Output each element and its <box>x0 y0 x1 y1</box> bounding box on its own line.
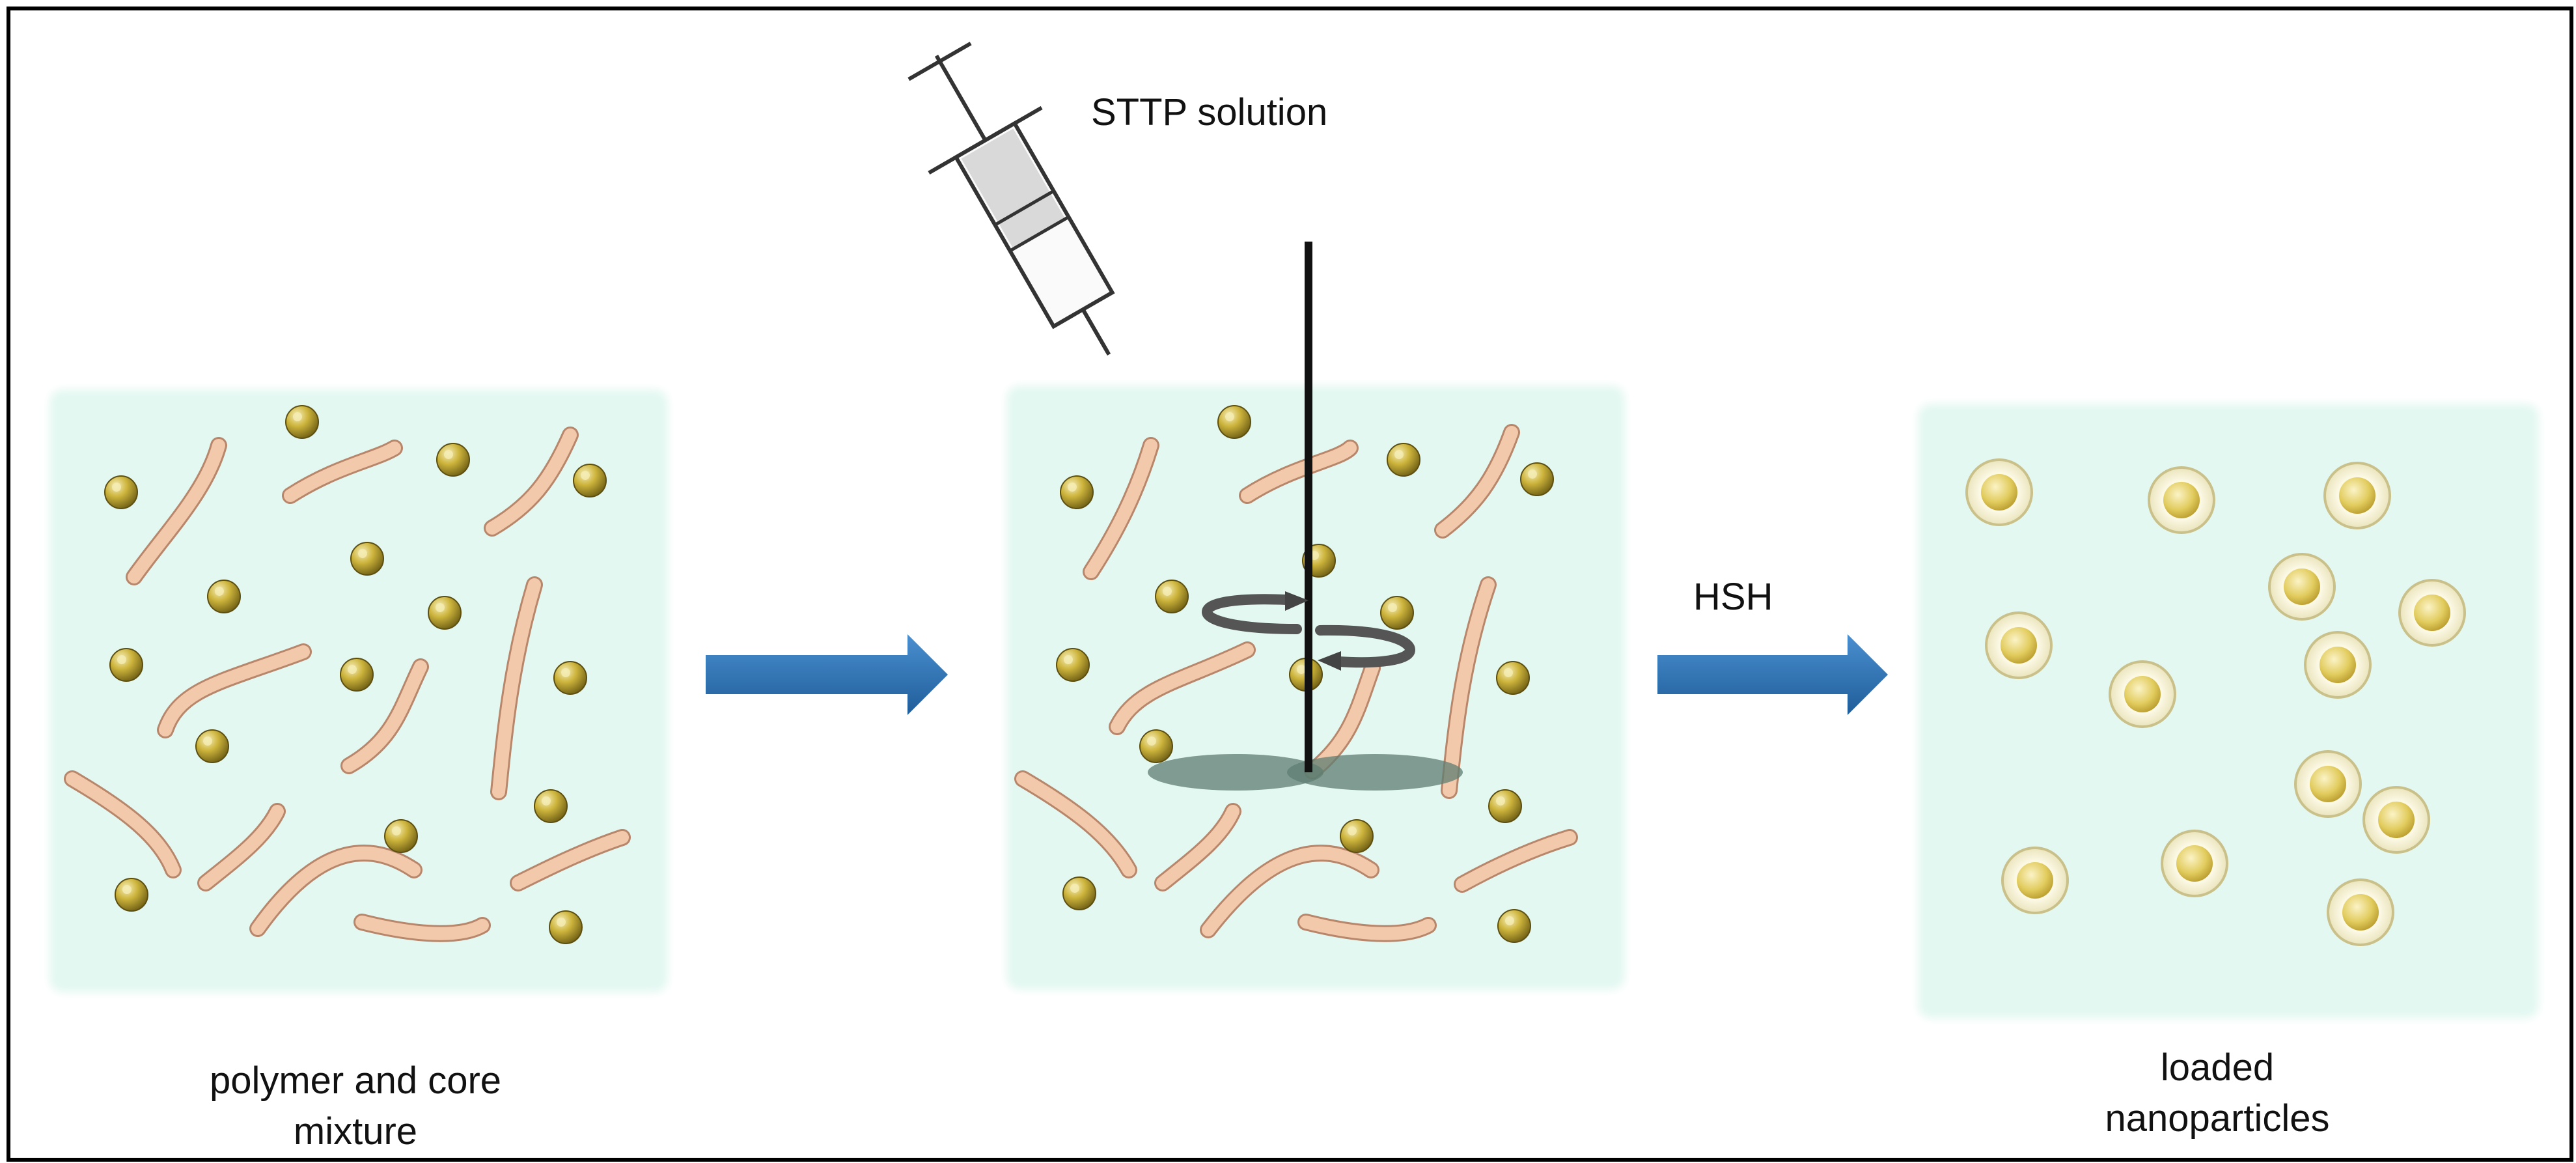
process-diagram <box>49 42 2539 1018</box>
loaded-nanoparticle <box>2323 462 2391 529</box>
core-particle <box>1380 596 1414 630</box>
loaded-nanoparticle <box>2148 466 2215 534</box>
polymer-ribbon <box>353 914 491 942</box>
core-particle <box>1060 475 1094 509</box>
loaded-nanoparticle <box>2327 878 2394 946</box>
core-particle <box>1496 661 1530 695</box>
process-arrow-1 <box>706 634 948 715</box>
loaded-nanoparticle <box>2109 660 2176 728</box>
polymer-ribbon <box>126 437 227 585</box>
polymer-ribbon <box>282 440 403 504</box>
polymer-ribbon <box>1109 641 1256 735</box>
core-particle <box>534 789 568 823</box>
loaded-nanoparticle <box>2398 579 2466 647</box>
polymer-ribbon <box>1200 845 1379 938</box>
core-particle <box>428 596 462 630</box>
core-particle <box>350 542 384 576</box>
polymer-ribbon <box>157 643 312 738</box>
core-particle <box>1155 580 1189 613</box>
polymer-ribbon <box>340 658 429 774</box>
polymer-ribbon <box>484 427 579 537</box>
loaded-nanoparticle <box>2268 553 2336 621</box>
loaded-nanoparticle <box>2362 786 2430 854</box>
polymer-ribbon <box>1154 803 1241 891</box>
core-particle <box>109 648 143 682</box>
core-particles <box>1056 405 1554 943</box>
loaded-nanoparticles <box>1965 458 2466 946</box>
syringe-icon <box>907 42 1115 356</box>
mixture-panel <box>49 389 668 992</box>
core-particle <box>1139 729 1173 763</box>
core-particle <box>195 729 229 763</box>
loaded-nanoparticle <box>1965 458 2033 526</box>
core-particle <box>115 878 148 912</box>
core-particle <box>549 910 583 944</box>
polymer-ribbon <box>1083 437 1159 580</box>
rotation-arrow-icon <box>1201 594 1416 668</box>
polymer-ribbons <box>64 427 631 942</box>
polymer-ribbon <box>249 845 422 937</box>
core-particle <box>1056 648 1090 682</box>
core-particles <box>104 405 607 944</box>
core-particle <box>436 443 470 477</box>
stirring-panel <box>1006 242 1625 990</box>
polymer-ribbon <box>490 576 543 800</box>
polymer-ribbon <box>197 803 286 891</box>
loaded-nanoparticle <box>2001 847 2069 914</box>
hsh-label: HSH <box>1693 576 1773 618</box>
polymer-ribbon <box>1014 770 1137 878</box>
nanoparticles-panel <box>1918 404 2539 1018</box>
core-particle <box>340 658 374 692</box>
loaded-nanoparticle <box>2304 631 2372 699</box>
core-particle <box>1497 909 1531 943</box>
polymer-ribbon <box>64 770 182 878</box>
mixture-label: polymer and core mixture <box>209 1059 502 1153</box>
core-particle <box>1217 405 1251 439</box>
core-particle <box>384 819 418 853</box>
core-particle <box>104 475 138 509</box>
polymer-ribbon <box>510 829 631 891</box>
core-particle <box>1340 819 1374 853</box>
process-arrow-2 <box>1657 634 1888 715</box>
core-particle <box>553 661 587 695</box>
loaded-nanoparticle <box>2161 830 2228 897</box>
core-particle <box>1387 443 1420 477</box>
core-particle <box>285 405 319 439</box>
loaded-nanoparticle <box>1985 611 2053 679</box>
polymer-ribbon <box>1454 829 1578 893</box>
core-particle <box>1520 462 1554 496</box>
core-particle <box>1062 876 1096 910</box>
core-particle <box>1488 789 1522 823</box>
core-particle <box>207 580 241 613</box>
polymer-ribbon <box>1434 424 1520 539</box>
core-particle <box>573 464 607 497</box>
stpp-solution-label: STTP solution <box>1091 91 1328 133</box>
polymer-ribbon <box>1297 914 1437 942</box>
diagram-frame: STTP solution HSH polymer and core mixtu… <box>7 7 2573 1162</box>
loaded-nanoparticle <box>2294 750 2362 818</box>
stirrer-icon <box>1148 242 1463 791</box>
loaded-nanoparticles-label: loaded nanoparticles <box>2105 1046 2330 1140</box>
